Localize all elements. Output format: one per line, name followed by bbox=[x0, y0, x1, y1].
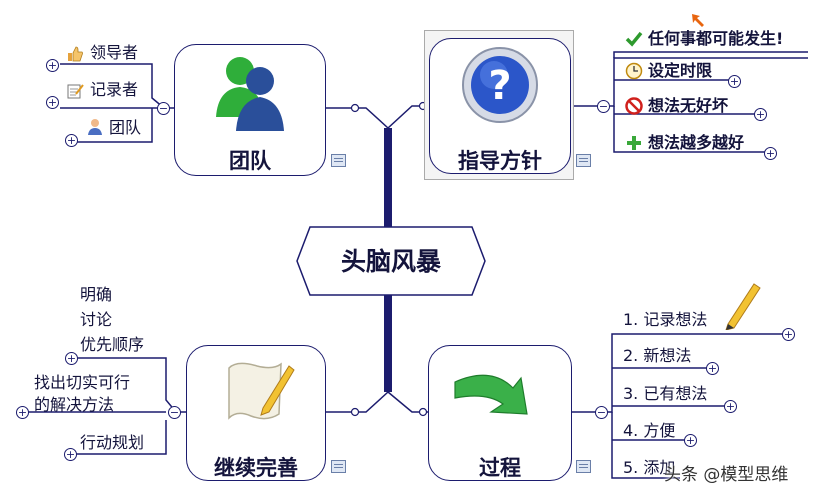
team-leaf-leader[interactable]: 领导者 bbox=[90, 43, 139, 62]
plus-icon bbox=[627, 136, 641, 150]
collapse-guide-button[interactable]: − bbox=[597, 100, 610, 113]
expand-existing-button[interactable]: + bbox=[724, 400, 737, 413]
process-note-icon[interactable] bbox=[576, 460, 591, 473]
process-leaf-existing[interactable]: 3. 已有想法 bbox=[623, 384, 708, 403]
topic-process[interactable]: 过程 bbox=[428, 345, 572, 481]
arrow-icon bbox=[692, 14, 704, 27]
no-entry-icon bbox=[625, 97, 643, 115]
question-icon: ? bbox=[462, 47, 538, 123]
topic-team-title: 团队 bbox=[229, 149, 271, 173]
expand-record-button[interactable]: + bbox=[782, 328, 795, 341]
expand-recorder-button[interactable]: + bbox=[46, 96, 59, 109]
process-leaf-add[interactable]: 5. 添加 bbox=[623, 458, 676, 477]
improve-note-icon[interactable] bbox=[331, 460, 346, 473]
scroll-icon bbox=[228, 362, 295, 420]
team-leaf-team[interactable]: 团队 bbox=[109, 118, 142, 137]
topic-team[interactable]: 团队 bbox=[174, 44, 326, 176]
guide-leaf-time-limit[interactable]: 设定时限 bbox=[648, 61, 713, 80]
expand-more-ideas-button[interactable]: + bbox=[764, 147, 777, 160]
svg-text:?: ? bbox=[488, 63, 511, 109]
improve-leaf-priority[interactable]: 优先顺序 bbox=[80, 335, 145, 354]
expand-leader-button[interactable]: + bbox=[46, 59, 59, 72]
expand-action-plan-button[interactable]: + bbox=[64, 448, 77, 461]
checkmark-icon bbox=[625, 31, 643, 47]
process-leaf-record[interactable]: 1. 记录想法 bbox=[623, 310, 708, 329]
guide-leaf-more-ideas[interactable]: 想法越多越好 bbox=[648, 133, 745, 152]
expand-new-button[interactable]: + bbox=[706, 362, 719, 375]
improve-leaf-action-plan[interactable]: 行动规划 bbox=[80, 433, 145, 452]
clock-icon bbox=[625, 62, 643, 80]
improve-leaf-discuss[interactable]: 讨论 bbox=[80, 310, 113, 329]
process-leaf-new[interactable]: 2. 新想法 bbox=[623, 346, 692, 365]
topic-improve-title: 继续完善 bbox=[214, 456, 298, 480]
expand-convenient-button[interactable]: + bbox=[684, 434, 697, 447]
watermark: 头条 @模型思维 bbox=[664, 465, 789, 485]
expand-priority-button[interactable]: + bbox=[65, 352, 78, 365]
topic-guide-title: 指导方针 bbox=[458, 149, 542, 173]
expand-time-limit-button[interactable]: + bbox=[728, 75, 741, 88]
team-note-icon[interactable] bbox=[331, 154, 346, 167]
process-leaf-convenient[interactable]: 4. 方便 bbox=[623, 421, 676, 440]
team-leaf-recorder[interactable]: 记录者 bbox=[90, 80, 139, 99]
topic-guide[interactable]: ? 指导方针 bbox=[429, 38, 571, 174]
expand-feasible-button[interactable]: + bbox=[16, 406, 29, 419]
pencil-icon bbox=[725, 283, 761, 330]
arrow-icon bbox=[454, 374, 528, 415]
guide-leaf-anything[interactable]: 任何事都可能发生! bbox=[648, 29, 784, 48]
person-icon bbox=[88, 119, 102, 135]
expand-team-button[interactable]: + bbox=[65, 134, 78, 147]
improve-leaf-feasible-line1[interactable]: 找出切实可行 bbox=[34, 373, 131, 392]
improve-leaf-feasible-line2[interactable]: 的解决方法 bbox=[34, 395, 115, 414]
central-topic-shape bbox=[296, 226, 486, 296]
collapse-improve-button[interactable]: − bbox=[168, 406, 181, 419]
collapse-team-button[interactable]: − bbox=[157, 102, 170, 115]
guide-note-icon[interactable] bbox=[576, 154, 591, 167]
collapse-process-button[interactable]: − bbox=[595, 406, 608, 419]
notepad-icon bbox=[67, 84, 84, 99]
topic-process-title: 过程 bbox=[479, 456, 521, 480]
thumbs-up-icon bbox=[68, 46, 83, 62]
expand-no-bad-ideas-button[interactable]: + bbox=[754, 108, 767, 121]
topic-improve[interactable]: 继续完善 bbox=[186, 345, 326, 481]
guide-leaf-no-bad-ideas[interactable]: 想法无好坏 bbox=[648, 96, 729, 115]
central-topic-title[interactable]: 头脑风暴 bbox=[340, 247, 441, 276]
improve-leaf-clarify[interactable]: 明确 bbox=[80, 285, 113, 304]
users-icon bbox=[216, 57, 284, 131]
